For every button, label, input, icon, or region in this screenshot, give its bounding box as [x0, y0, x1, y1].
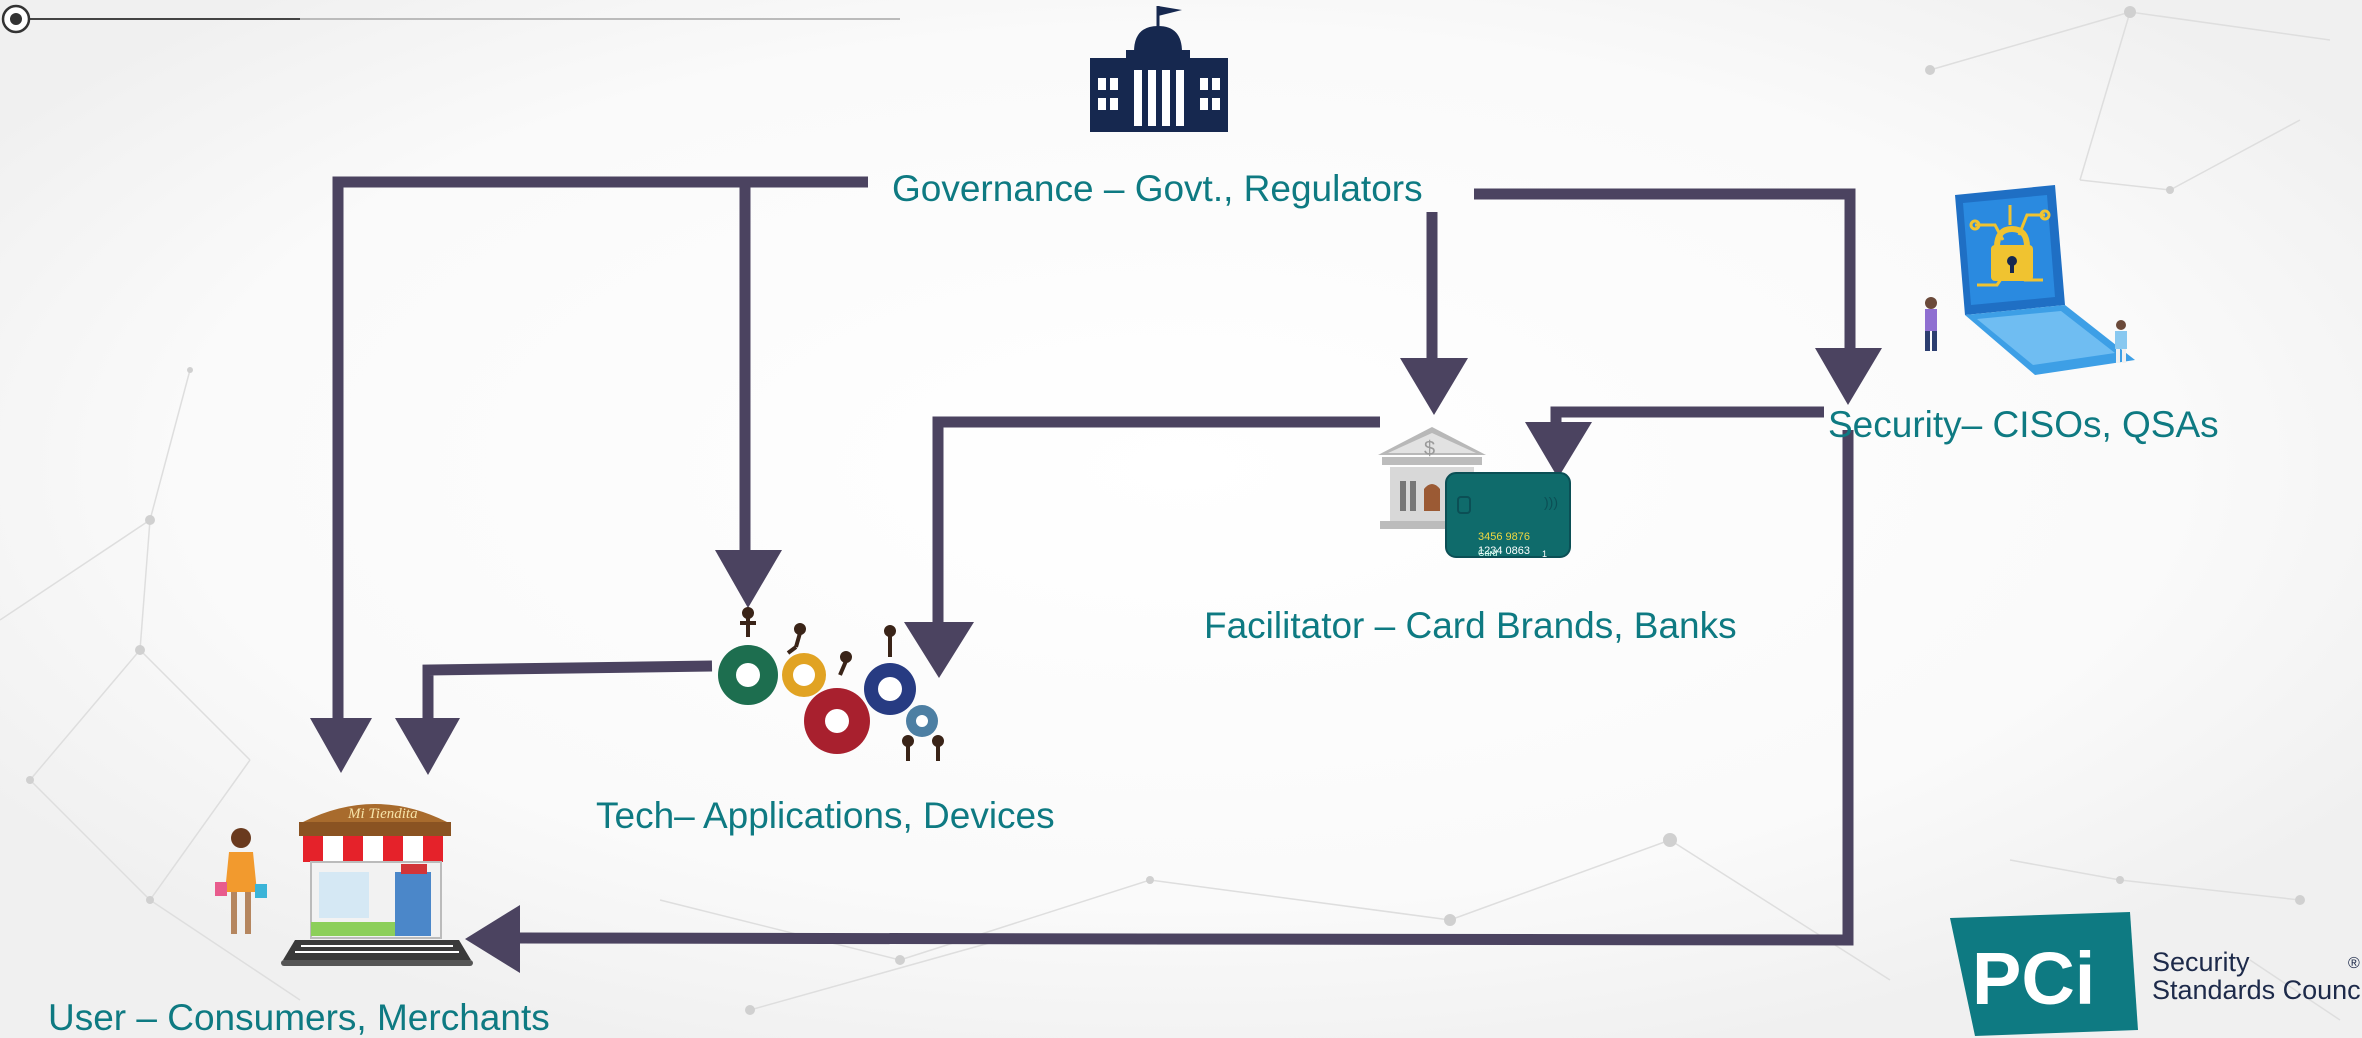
arrowhead-tech-user [395, 718, 460, 775]
card-number-line1: 3456 9876 [1478, 531, 1530, 543]
pci-logo-icon [1950, 912, 2138, 1036]
capitol-building-icon [1090, 6, 1228, 132]
credit-card [1445, 472, 1571, 558]
logo-mark: PCi [1972, 937, 2095, 1020]
governance-to-user-line [332, 176, 868, 720]
arrowhead-governance-security [1815, 348, 1882, 405]
arrowhead-governance-tech [715, 550, 782, 608]
facilitator-label: Facilitator – Card Brands, Banks [1204, 605, 1737, 646]
logo-registered: ® [2348, 955, 2360, 972]
network-nodes [26, 6, 2305, 1015]
logo-line1: Security [2152, 947, 2250, 977]
gears-people-icon [718, 607, 944, 761]
logo-line2: Standards Council [2152, 975, 2362, 1005]
security-label: Security– CISOs, QSAs [1828, 404, 2219, 445]
arrowhead-facilitator-tech [904, 622, 974, 678]
svg-text:$: $ [1424, 438, 1435, 460]
network-background [0, 11, 2341, 1021]
arrowhead-security-card [1525, 422, 1592, 478]
user-label: User – Consumers, Merchants [48, 997, 550, 1038]
connectors [332, 176, 1856, 946]
bank-card-icon: $ ))) [1378, 427, 1571, 558]
governance-label: Governance – Govt., Regulators [892, 168, 1423, 209]
store-sign: Mi Tiendita [347, 806, 418, 822]
governance-to-security-line [1474, 188, 1856, 350]
svg-text:))): ))) [1544, 494, 1558, 510]
slide-marker [1, 4, 900, 34]
security-to-user-line [514, 430, 1854, 946]
laptop-lock-icon [1925, 185, 2135, 375]
arrowhead-governance-user [310, 718, 372, 773]
arrowhead-governance-facilitator [1400, 358, 1468, 415]
facilitator-to-tech-line [932, 416, 1380, 625]
arrowheads [310, 348, 1882, 973]
shop-laptop-icon [215, 804, 473, 966]
card-number-line2: 1234 0863 [1478, 545, 1530, 557]
tech-label: Tech– Applications, Devices [596, 795, 1055, 836]
card-suffix: 1 [1542, 549, 1547, 559]
card-brand: Card [1478, 548, 1498, 558]
tech-to-user-line [422, 660, 713, 720]
arrowhead-security-user [465, 905, 520, 973]
